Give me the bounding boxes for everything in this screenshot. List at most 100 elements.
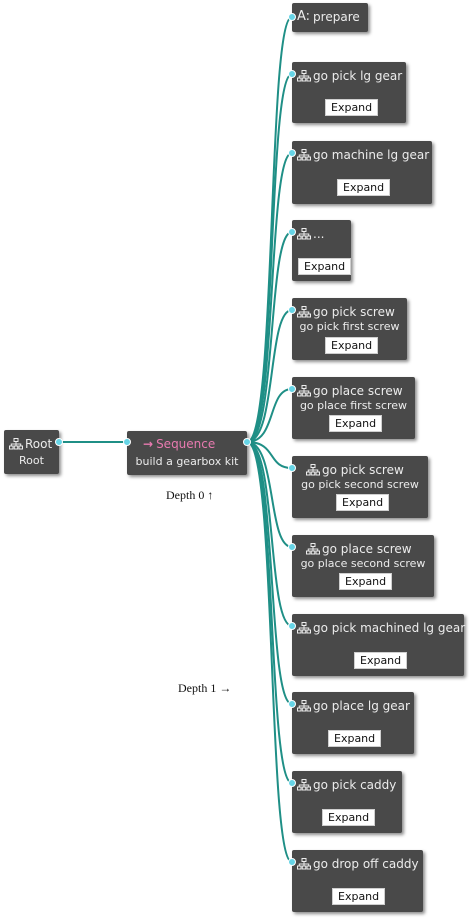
- child-title-text: go pick lg gear: [313, 69, 403, 83]
- expand-button[interactable]: Expand: [328, 730, 382, 747]
- child-node-9[interactable]: go place lg gear Expand: [292, 692, 414, 754]
- tree-icon: [297, 306, 311, 318]
- tree-icon: [306, 464, 320, 476]
- tree-icon: [297, 779, 311, 791]
- edge-sequence-child-0: [246, 16, 293, 443]
- root-out-port[interactable]: [55, 438, 63, 446]
- child-in-port[interactable]: [288, 700, 296, 708]
- tree-icon: [297, 149, 311, 161]
- child-node-5[interactable]: go place screw go place first screw Expa…: [292, 377, 415, 439]
- root-node-title: Root: [9, 437, 52, 451]
- child-title-text: go pick screw: [313, 305, 395, 319]
- child-title: go pick lg gear: [297, 69, 402, 83]
- expand-button[interactable]: Expand: [332, 888, 386, 905]
- child-title: go pick screw: [306, 463, 404, 477]
- child-in-port[interactable]: [288, 464, 296, 472]
- depth-1-caption: Depth 1 →: [178, 681, 232, 695]
- child-title: go place lg gear: [297, 699, 410, 713]
- edge-sequence-child-4: [246, 309, 293, 443]
- sequence-title: → Sequence: [143, 437, 215, 451]
- root-title-text: Root: [25, 437, 53, 451]
- child-title: go pick caddy: [297, 778, 396, 792]
- expand-button[interactable]: Expand: [354, 652, 408, 669]
- action-title: A: prepare: [297, 9, 360, 24]
- child-in-port[interactable]: [288, 779, 296, 787]
- sequence-node[interactable]: → Sequence build a gearbox kit: [127, 431, 247, 475]
- edge-sequence-child-1: [246, 73, 293, 443]
- expand-button[interactable]: Expand: [329, 415, 383, 432]
- child-title: go pick machined lg gear: [297, 621, 465, 635]
- expand-button[interactable]: Expand: [337, 179, 391, 196]
- child-in-port[interactable]: [288, 228, 296, 236]
- child-title: go machine lg gear: [297, 148, 429, 162]
- child-node-7[interactable]: go place screw go place second screw Exp…: [292, 535, 434, 597]
- child-in-port[interactable]: [288, 149, 296, 157]
- tree-icon: [297, 228, 311, 240]
- tree-icon: [297, 385, 311, 397]
- tree-icon: [306, 543, 320, 555]
- child-in-port[interactable]: [288, 622, 296, 630]
- tree-icon: [297, 622, 311, 634]
- edge-sequence-child-6: [246, 441, 293, 469]
- child-in-port[interactable]: [288, 543, 296, 551]
- depth-0-caption: Depth 0 ↑: [166, 488, 214, 502]
- tree-icon: [297, 858, 311, 870]
- edge-sequence-child-3: [246, 231, 293, 443]
- child-title: go place screw: [306, 542, 412, 556]
- expand-button[interactable]: Expand: [298, 258, 352, 275]
- child-subtitle: go place second screw: [300, 557, 426, 570]
- child-title-text: go place screw: [313, 384, 403, 398]
- child-title: go drop off caddy: [297, 857, 419, 871]
- child-node-10[interactable]: go pick caddy Expand: [292, 771, 402, 833]
- tree-icon: [297, 70, 311, 82]
- tree-icon: [297, 700, 311, 712]
- child-in-port[interactable]: [288, 306, 296, 314]
- child-title-text: go place screw: [322, 542, 412, 556]
- edge-sequence-child-11: [246, 441, 293, 863]
- expand-button[interactable]: Expand: [325, 99, 379, 116]
- root-subtitle: Root: [19, 454, 44, 467]
- child-subtitle: go pick first screw: [299, 320, 400, 333]
- action-in-port[interactable]: [288, 13, 296, 21]
- action-node-prepare[interactable]: A: prepare: [292, 3, 368, 32]
- child-node-8[interactable]: go pick machined lg gear Expand: [292, 614, 465, 676]
- sequence-in-port[interactable]: [123, 438, 131, 446]
- child-node-4[interactable]: go pick screw go pick first screw Expand: [292, 298, 407, 360]
- sequence-title-text: Sequence: [156, 437, 216, 451]
- expand-button[interactable]: Expand: [336, 494, 390, 511]
- child-in-port[interactable]: [288, 858, 296, 866]
- child-title-text: go pick screw: [322, 463, 404, 477]
- child-node-3[interactable]: ... Expand: [292, 220, 352, 281]
- child-title-text: go drop off caddy: [313, 857, 419, 871]
- edge-sequence-child-8: [246, 441, 293, 627]
- child-title-text: go pick caddy: [313, 778, 397, 792]
- child-node-2[interactable]: go machine lg gear Expand: [292, 141, 432, 204]
- child-node-6[interactable]: go pick screw go pick second screw Expan…: [292, 456, 428, 518]
- action-prefix: A:: [297, 9, 311, 24]
- child-in-port[interactable]: [288, 70, 296, 78]
- edge-sequence-child-9: [246, 441, 293, 705]
- child-subtitle: go place first screw: [299, 399, 408, 412]
- child-title: go place screw: [297, 384, 403, 398]
- expand-button[interactable]: Expand: [322, 809, 376, 826]
- child-node-11[interactable]: go drop off caddy Expand: [292, 850, 423, 912]
- child-node-1[interactable]: go pick lg gear Expand: [292, 62, 406, 123]
- root-node[interactable]: Root Root: [4, 430, 59, 474]
- tree-icon: [9, 438, 23, 450]
- child-title-text: go pick machined lg gear: [313, 621, 466, 635]
- child-title-text: go place lg gear: [313, 699, 410, 713]
- expand-button[interactable]: Expand: [339, 573, 393, 590]
- sequence-out-port[interactable]: [243, 438, 251, 446]
- child-subtitle: go pick second screw: [301, 478, 419, 491]
- child-title-text: go machine lg gear: [313, 148, 430, 162]
- child-title: ...: [297, 227, 324, 241]
- sequence-arrow-icon: →: [143, 437, 154, 451]
- edge-sequence-child-2: [246, 152, 293, 443]
- child-in-port[interactable]: [288, 385, 296, 393]
- expand-button[interactable]: Expand: [325, 337, 379, 354]
- edge-sequence-child-7: [246, 441, 293, 548]
- action-title-text: prepare: [313, 9, 360, 24]
- child-title: go pick screw: [297, 305, 395, 319]
- child-title-text: ...: [313, 227, 325, 241]
